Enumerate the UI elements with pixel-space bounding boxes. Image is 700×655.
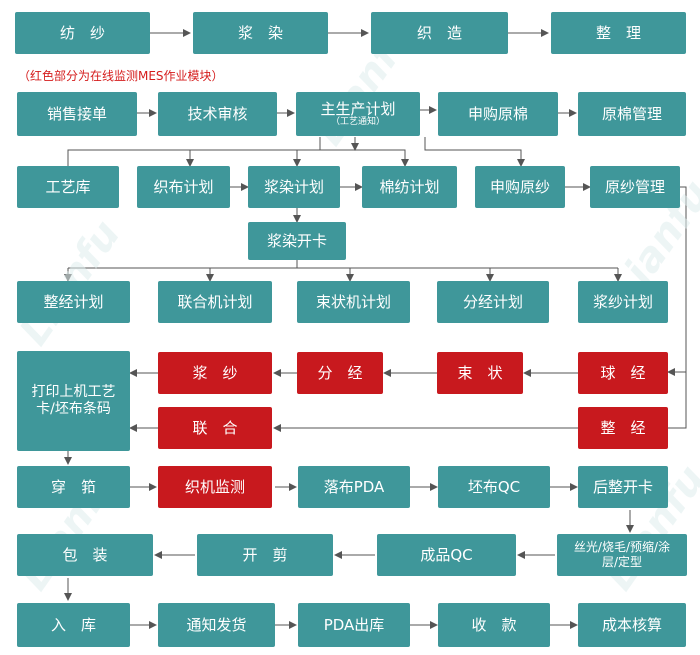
shipping-notice: 通知发货 (158, 603, 275, 647)
master-plan: 主生产计划 （工艺通知） (296, 92, 420, 136)
sizing-plan: 浆染计划 (248, 166, 340, 208)
doffing-pda: 落布PDA (298, 466, 410, 508)
drawing-in: 穿 筘 (17, 466, 130, 508)
combined-machine-plan: 联合机计划 (158, 281, 272, 323)
raw-yarn-management: 原纱管理 (590, 166, 680, 208)
cutting: 开 剪 (197, 534, 333, 576)
process-spinning: 纺 纱 (15, 12, 150, 54)
sizing-card: 浆染开卡 (248, 222, 346, 260)
greige-qc: 坯布QC (438, 466, 550, 508)
sizing-yarn-plan: 浆纱计划 (578, 281, 668, 323)
tech-review: 技术审核 (158, 92, 277, 136)
craft-library: 工艺库 (17, 166, 119, 208)
mes-warping: 整 经 (578, 407, 668, 449)
cost-accounting: 成本核算 (578, 603, 686, 647)
payment-collection: 收 款 (438, 603, 550, 647)
buy-raw-yarn: 申购原纱 (475, 166, 565, 208)
process-finishing: 整 理 (551, 12, 686, 54)
finishing-operations: 丝光/烧毛/预缩/涂层/定型 (557, 534, 687, 576)
buy-raw-cotton: 申购原棉 (438, 92, 558, 136)
process-weaving: 织 造 (371, 12, 508, 54)
loom-monitoring: 织机监测 (158, 466, 272, 508)
mes-bundle: 束 状 (437, 352, 523, 394)
finishing-card: 后整开卡 (578, 466, 668, 508)
finished-product-qc: 成品QC (377, 534, 516, 576)
process-sizing-dyeing: 浆 染 (193, 12, 328, 54)
master-plan-sub-label: （工艺通知） (330, 117, 385, 128)
mes-ball-warp: 球 经 (578, 352, 668, 394)
warehouse-in: 入 库 (17, 603, 130, 647)
dividing-warp-plan: 分经计划 (437, 281, 549, 323)
bundle-machine-plan: 束状机计划 (297, 281, 410, 323)
pda-outbound: PDA出库 (298, 603, 410, 647)
mes-sizing: 浆 纱 (158, 352, 272, 394)
mes-dividing-warp: 分 经 (297, 352, 383, 394)
warping-plan: 整经计划 (17, 281, 130, 323)
mes-combined: 联 合 (158, 407, 272, 449)
packing: 包 装 (17, 534, 153, 576)
sales-order: 销售接单 (17, 92, 137, 136)
master-plan-label: 主生产计划 (320, 99, 396, 118)
weaving-plan: 织布计划 (137, 166, 230, 208)
legend-note: （红色部分为在线监测MES作业模块） (18, 69, 224, 83)
print-process-card: 打印上机工艺卡/坯布条码 (17, 351, 130, 451)
raw-cotton-management: 原棉管理 (578, 92, 686, 136)
spinning-plan: 棉纺计划 (362, 166, 457, 208)
